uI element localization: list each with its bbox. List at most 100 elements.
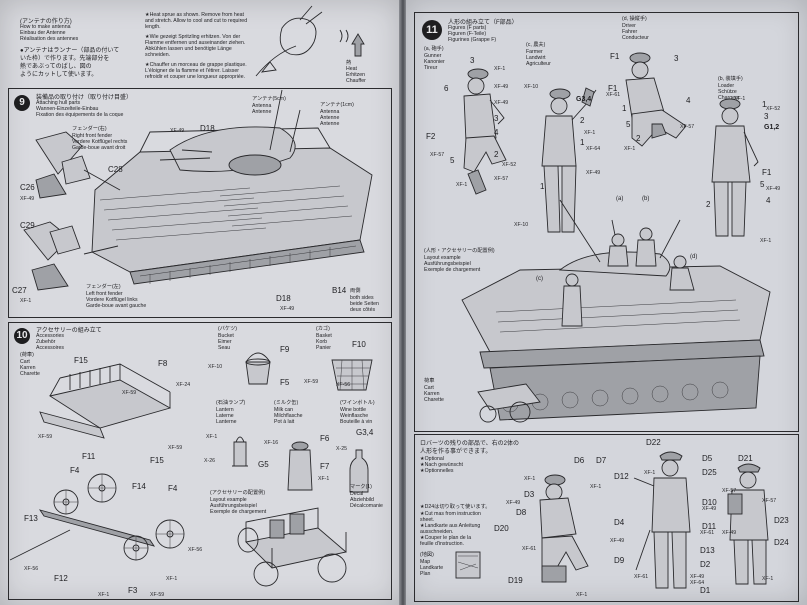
decal-fr: Décalcomanie [350,503,383,509]
xf-code: XF-10 [514,222,529,228]
antenna-hand-illustration [255,5,365,77]
wine-de: Weinflasche [340,413,369,419]
figure-part-label: 1 [762,100,767,109]
step-11-panel [414,12,799,432]
layout-example-de: Ausführungsbeispiel [210,503,257,509]
step-9-title-en: Attaching hull parts [36,100,81,106]
step-12-note-jp-2: 人形を作る事ができます。 [420,449,492,455]
part-D10: D10 [702,498,717,507]
part-D6: D6 [574,456,585,465]
right-fender-en: Right front fender [72,133,113,139]
step-9-panel [8,88,392,318]
page-gutter [399,0,407,605]
part-D24: D24 [774,538,789,547]
cart-fr: Charette [424,397,444,403]
part-F9: F9 [280,345,290,354]
milkcan-jp: (ミルク缶) [274,400,299,406]
antenna-5cm-en: Antenna [252,103,272,109]
step-10-panel [8,322,392,600]
antenna-title-de: Einbau der Antenne [20,30,66,36]
part-F7: F7 [320,462,330,471]
step-9-hull-diagram [23,89,373,291]
bucket-de: Eimer [218,339,232,345]
basket-en: Basket [316,333,332,339]
figure-part-label: 2 [636,134,641,143]
callout-b: (b) [642,196,650,202]
antenna-5cm-de: Antenne [252,109,272,115]
xf-code: XF-1 [98,592,110,598]
antenna-1cm-en: Antenna [320,109,340,115]
antenna-note-10: refroidir et couper une longueur appropr… [145,74,246,80]
part-D25: D25 [702,468,717,477]
xf-code: XF-49 [690,574,705,580]
left-fender-de: Vordere Kotflügel links [86,297,138,303]
milkcan-en: Milk can [274,407,294,413]
antenna-1cm-fr: Antenne [320,121,340,127]
figure-part-label: F2 [426,132,436,141]
part-C27: C27 [12,286,27,295]
lantern-fr: Lanterne [216,419,237,425]
antenna-title-jp: (アンテナの作り方) [20,19,72,25]
figure-part-label: 3 [494,114,499,123]
figure-part-label: 3 [470,56,475,65]
loader-de: Schütze [718,89,737,95]
basket-de: Korb [316,339,327,345]
lantern-en: Lantern [216,407,234,413]
step-9-number: 9 [14,95,30,111]
part-D23: D23 [774,516,789,525]
cut-note-2: ★Cut mas from instruction [420,511,481,517]
layout-example-en: Layout example [424,255,461,261]
xf-code: XF-56 [24,566,39,572]
xf-code: XF-56 [188,547,203,553]
antenna-1cm-de: Antenne [320,115,340,121]
callout-a: (a) [616,196,624,202]
xf-code: XF-49 [494,84,509,90]
cut-note-6: ★Couper le plan de la [420,535,472,541]
figure-part-label: F1 [610,52,620,61]
antenna-jp-4: ようにカットして使います。 [20,72,98,78]
part-F8: F8 [158,359,168,368]
antenna-note-4: ★Wie gezeigt Spritzling erhitzen. Von de… [145,34,241,40]
xf-code: XF-49 [610,538,625,544]
antenna-jp-2: いた枠）で作ります。先端部分を [20,56,110,62]
map-de: Landkarte [420,565,444,571]
antenna-title-fr: Réalisation des antennes [20,36,79,42]
part-F4-b: F4 [168,484,178,493]
part-D1: D1 [700,586,711,595]
part-D18-bottom: D18 [276,294,291,303]
xf-code: XF-1 [456,182,468,188]
bucket-jp: (バケツ) [218,326,238,332]
driver-jp: (d, 操縦手) [622,16,647,22]
cart-de: Karren [424,391,440,397]
xf-code: XF-52 [766,106,781,112]
part-F6: F6 [320,434,330,443]
xf-code: X-26 [204,458,215,464]
xf-code: XF-61 [606,92,621,98]
part-C29: C29 [20,221,35,230]
xf-code: XF-1 [584,130,596,136]
antenna-1cm-jp: アンテナ(1cm) [320,102,354,108]
cart-jp: 荷車 [424,378,435,384]
basket-jp: (カゴ) [316,326,330,332]
step-10-accessory-diagram [9,352,373,587]
figure-part-label: 5 [760,180,765,189]
part-F11: F11 [82,452,96,461]
driver-fr: Conducteur [622,35,649,41]
figure-part-label: 6 [444,84,449,93]
cut-note-5: ausschneiden. [420,529,454,535]
part-D19: D19 [508,576,523,585]
optional-de: ★Nach gewünscht [420,462,464,468]
xf-code: XF-1 [590,484,602,490]
antenna-note-8: ★Chauffer un morceau de grappe plastique… [145,62,247,68]
part-D21: D21 [738,454,753,463]
lantern-jp: (石油ランプ) [216,400,246,406]
xf-code: XF-1 [494,66,506,72]
xf-code: XF-57 [722,488,737,494]
xf-code: XF-59 [150,592,165,598]
xf-code: XF-16 [264,440,279,446]
part-F14: F14 [132,482,146,491]
step-11-title-jp: 人形の組み立て（F部品） [448,20,518,26]
milkcan-de: Milchflasche [274,413,303,419]
farmer-en: Farmer [526,49,543,55]
